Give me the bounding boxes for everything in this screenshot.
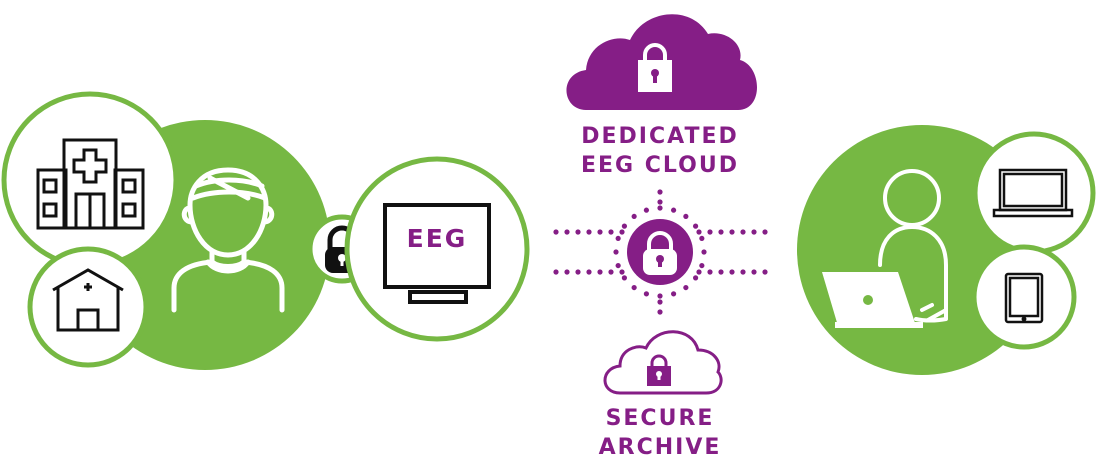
connector-dot [619,269,625,275]
hub-ring-dot [683,284,689,291]
hub-ring-dot [657,293,663,299]
connector-dot [597,269,603,275]
connector-dot [586,229,592,235]
doctor-laptop-icon [822,169,948,328]
hub-ring-dot [692,275,699,281]
archive-label-line1: SECURE [605,406,715,431]
connector-dot [575,229,581,235]
hub-ring-dot [631,213,637,220]
connector-dot [586,269,592,275]
eeg-monitor-circle [344,156,530,342]
connector-dot [553,229,559,235]
connector-dot [751,269,757,275]
connector-dot [762,229,768,235]
hub-ring-dot [643,207,650,213]
connector-dot [657,299,663,305]
laptop-circle [972,131,1096,255]
archive-cloud [603,330,723,395]
connector-dot [740,269,746,275]
hub-ring-dot [621,223,628,229]
dotted-connectors [553,189,768,315]
laptop-icon [992,168,1074,218]
hub-ring-dot [657,205,663,211]
connector-dot [707,229,713,235]
dedicated-cloud-label-line2: EEG CLOUD [581,153,739,178]
connector-dot [740,229,746,235]
dedicated-cloud [566,14,757,111]
connector-dot [762,269,768,275]
hub-ring-dot [701,249,707,255]
eeg-monitor-label: EEG [406,224,468,253]
secure-hub [553,189,768,315]
connector-dot [729,229,735,235]
connector-dot [608,229,614,235]
secure-hub-icon [643,231,677,275]
hub-ring-dot [692,223,699,229]
hospital-icon [36,138,145,230]
hub-ring-dot [631,284,637,291]
hub-ring-dot [670,291,677,297]
hub-ring-dot [699,235,705,242]
connector-dot [696,229,702,235]
connector-dot [696,269,702,275]
hospital-circle [1,91,179,269]
hub-ring-dot [670,207,677,213]
connector-dot [718,229,724,235]
patient-group [1,91,530,370]
hub-ring-dot [621,275,628,281]
connector-dot [608,269,614,275]
eeg-monitor-icon [383,203,491,304]
connector-dot [575,269,581,275]
hub-ring-dot [643,291,650,297]
clinic-icon [52,268,124,332]
cloud-padlock-icon [638,43,672,92]
connector-dot [619,229,625,235]
clinic-circle [27,246,149,368]
connector-dot [718,269,724,275]
hub-ring-dot [613,249,619,255]
patient-icon [171,167,285,313]
connector-dot [707,269,713,275]
archive-cloud-icon [603,330,723,395]
archive-padlock-icon [647,354,671,386]
tablet-circle [971,244,1077,350]
tablet-icon [1004,272,1044,324]
connector-dot [564,269,570,275]
dedicated-cloud-label-line1: DEDICATED [581,124,739,149]
hub-ring-dot [699,262,705,269]
connector-dot [657,199,663,205]
connector-dot [553,269,559,275]
connector-dot [657,309,663,315]
hub-ring-dot [683,213,689,220]
archive-label-line2: ARCHIVE [598,435,722,460]
connector-dot [597,229,603,235]
connector-dot [564,229,570,235]
connector-dot [657,189,663,195]
hub-ring-dot [615,235,621,242]
connector-dot [729,269,735,275]
doctor-group [797,125,1096,375]
hub-ring-dot [615,262,621,269]
connector-dot [751,229,757,235]
